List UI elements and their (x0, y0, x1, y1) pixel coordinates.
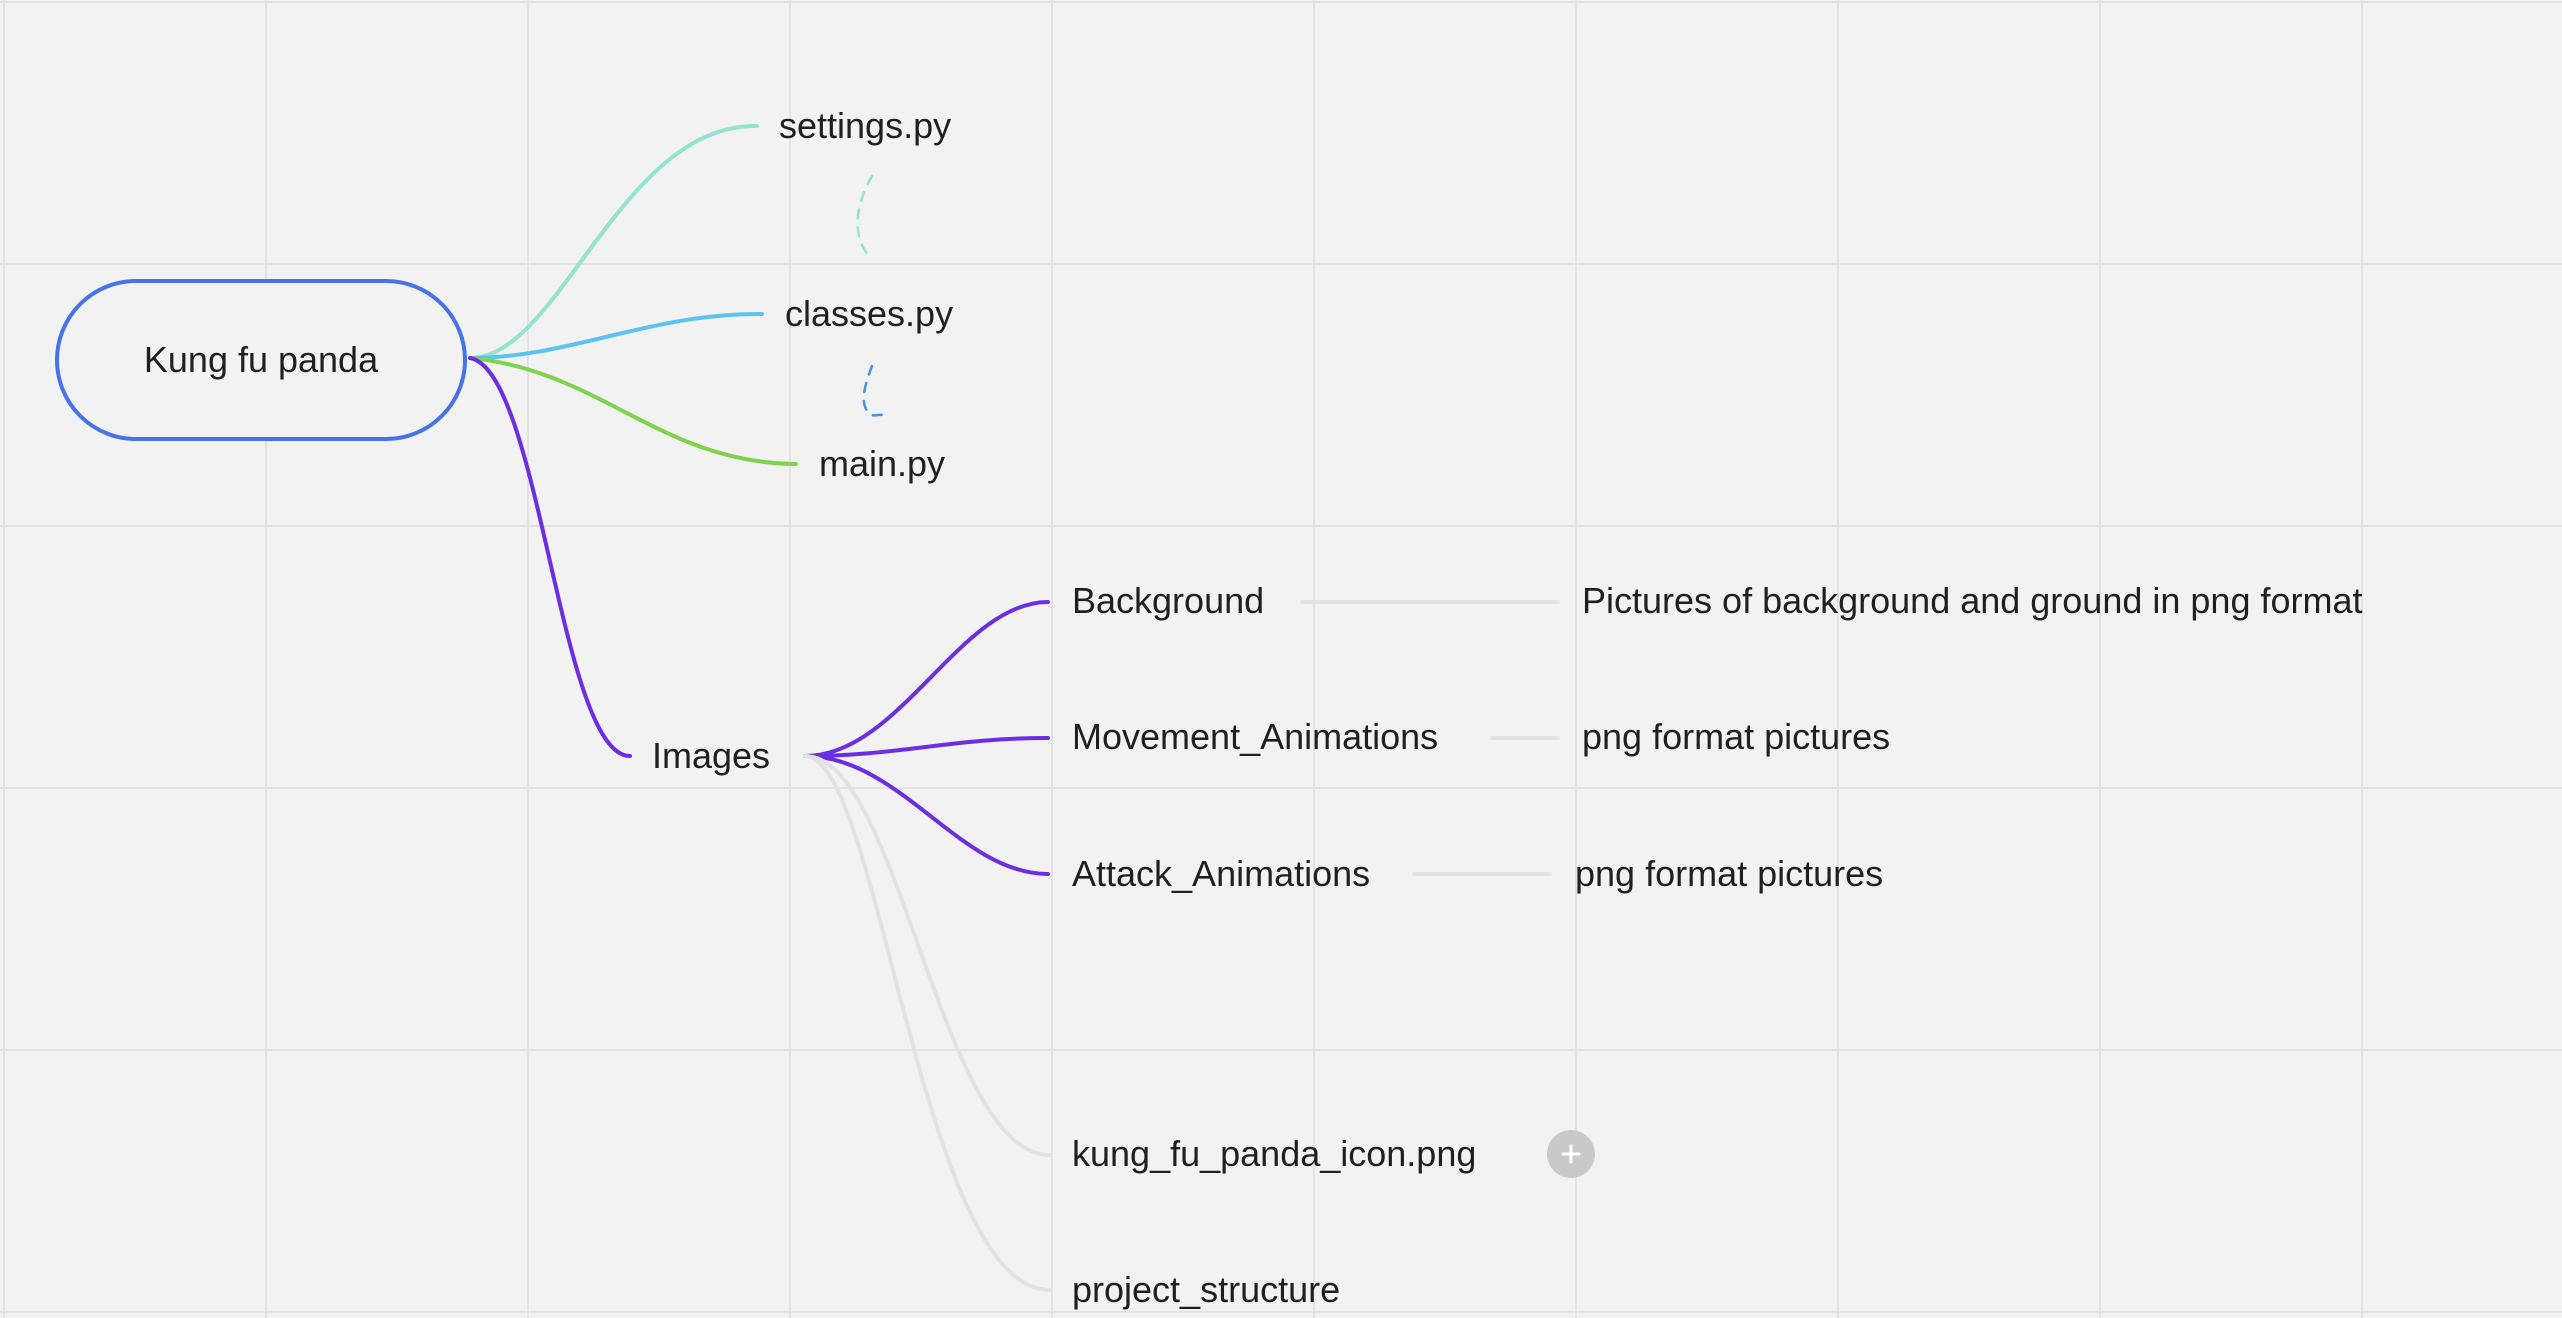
root-node-label: Kung fu panda (143, 339, 379, 380)
node-attack-note[interactable]: png format pictures (1575, 853, 1884, 894)
node-attack-animations[interactable]: Attack_Animations (1072, 853, 1371, 894)
node-background-note[interactable]: Pictures of background and ground in png… (1582, 580, 2363, 621)
edge-relation-settings-classes (856, 174, 874, 257)
node-background[interactable]: Background (1072, 580, 1265, 621)
node-movement-animations[interactable]: Movement_Animations (1072, 716, 1439, 757)
node-images[interactable]: Images (652, 735, 771, 776)
edge-root-classes (468, 311, 764, 360)
node-main-py[interactable]: main.py (819, 443, 946, 484)
node-movement-note[interactable]: png format pictures (1582, 716, 1891, 757)
plus-icon (1561, 1144, 1581, 1164)
edge-images-attack (803, 754, 1050, 876)
node-classes-py[interactable]: classes.py (785, 293, 954, 334)
node-kung-fu-panda-icon[interactable]: kung_fu_panda_icon.png (1072, 1133, 1477, 1174)
edge-root-main (468, 356, 798, 466)
root-node[interactable]: Kung fu panda (55, 279, 467, 441)
edge-relation-classes-main (862, 364, 892, 418)
edge-images-structure (803, 754, 1052, 1292)
edge-images-background (803, 600, 1050, 758)
edge-images-movement (803, 736, 1050, 758)
edge-root-settings (468, 123, 759, 360)
edge-images-icon (803, 754, 1052, 1157)
node-settings-py[interactable]: settings.py (779, 105, 952, 146)
add-child-button[interactable] (1547, 1130, 1595, 1178)
node-project-structure[interactable]: project_structure (1072, 1269, 1341, 1310)
edge-root-images (468, 356, 632, 758)
